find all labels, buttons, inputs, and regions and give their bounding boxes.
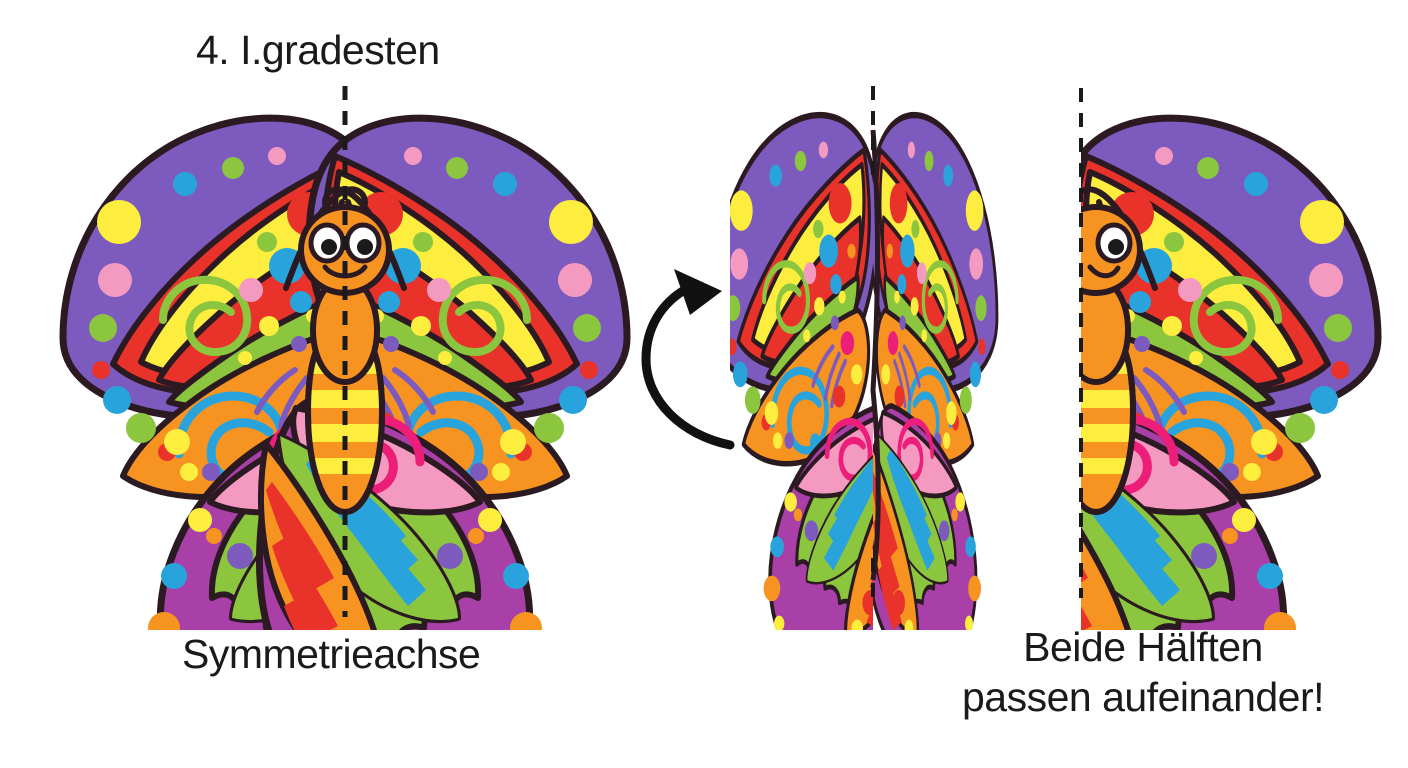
- butterfly-folded-figure: [1040, 60, 1400, 630]
- result-line-2: passen aufeinander!: [961, 674, 1325, 720]
- result-caption: Beide Hälften passen aufeinander!: [928, 622, 1358, 722]
- result-line-1: Beide Hälften: [1023, 624, 1263, 670]
- right-half-butterfly: [1081, 118, 1378, 630]
- fold-arrow-wrap: [630, 255, 780, 465]
- symmetry-axis-label: Symmetrieachse: [182, 631, 481, 677]
- folding-back-half: [868, 115, 997, 630]
- page-title: 4. I.gradesten: [196, 27, 440, 73]
- curved-arrow-icon: [641, 269, 735, 450]
- fold-crease: [870, 129, 881, 581]
- butterfly-folding-figure: [730, 60, 1010, 630]
- butterfly-open-figure: [0, 60, 700, 630]
